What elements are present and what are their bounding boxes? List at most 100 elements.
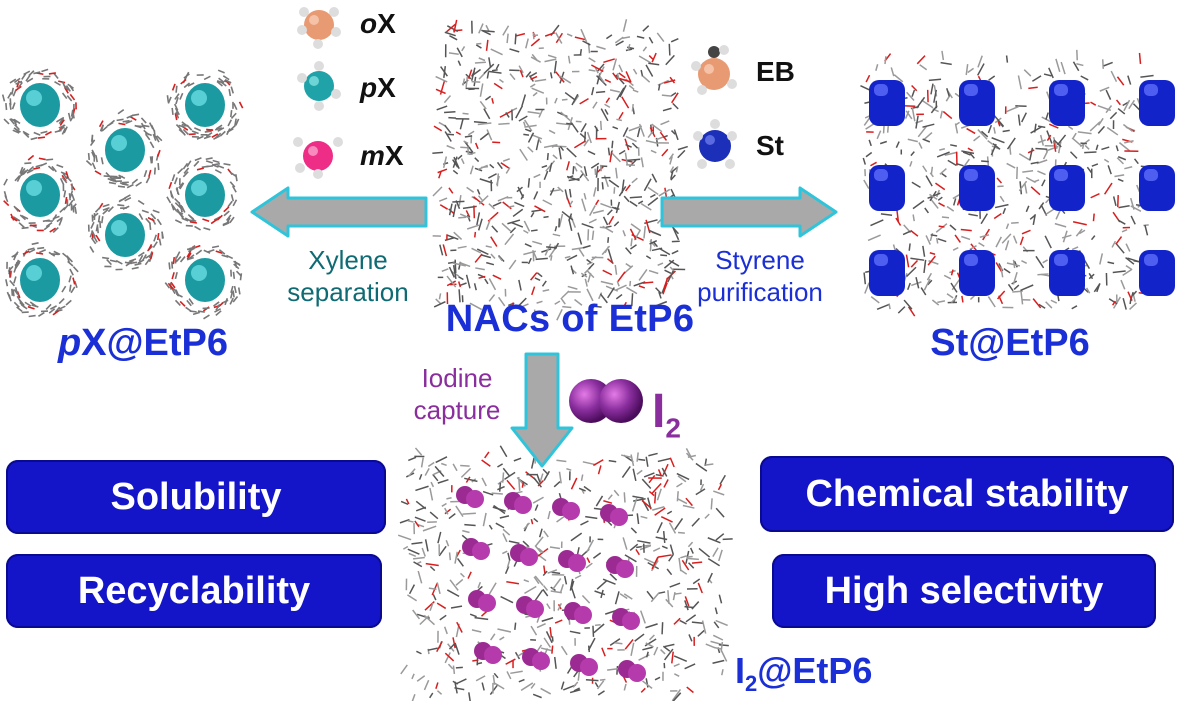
bond-stroke — [9, 78, 17, 84]
bond-stroke — [122, 205, 130, 210]
bond-stroke — [644, 638, 657, 647]
bond-stroke — [601, 647, 606, 657]
bond-stroke — [48, 308, 56, 314]
bond-stroke — [101, 125, 108, 132]
bond-stroke — [533, 173, 541, 179]
bond-stroke — [612, 58, 618, 71]
bond-stroke — [594, 66, 599, 74]
bond-stroke — [124, 261, 132, 265]
bond-stroke — [443, 95, 452, 104]
bond-stroke — [1044, 235, 1052, 249]
bond-stroke — [478, 23, 484, 34]
bond-stroke — [586, 258, 592, 264]
bond-stroke — [14, 124, 20, 131]
bond-stroke — [705, 463, 714, 466]
bond-stroke — [459, 118, 464, 130]
bond-stroke — [602, 578, 616, 585]
bond-stroke — [485, 39, 489, 51]
bond-stroke — [987, 140, 993, 145]
px-label: pX — [360, 72, 396, 103]
bond-stroke — [907, 282, 911, 290]
bond-stroke — [186, 247, 195, 251]
bond-stroke — [465, 76, 469, 88]
bond-stroke — [449, 579, 459, 591]
bond-stroke — [458, 261, 471, 268]
bond-stroke — [1097, 125, 1106, 134]
bond-stroke — [144, 133, 151, 141]
bond-stroke — [888, 303, 891, 310]
bond-stroke — [648, 55, 654, 60]
st-guest-icon — [1049, 250, 1085, 296]
bond-stroke — [1062, 230, 1068, 243]
bond-stroke — [1038, 202, 1045, 210]
bond-stroke — [608, 459, 617, 463]
bond-stroke — [226, 254, 234, 260]
bond-stroke — [1013, 284, 1020, 290]
bond-stroke — [1128, 99, 1136, 110]
bond-stroke — [554, 226, 558, 232]
bond-stroke — [659, 131, 668, 141]
bond-stroke — [1127, 291, 1133, 301]
bond-stroke — [987, 296, 996, 308]
bond-stroke — [407, 520, 414, 523]
bond-stroke — [608, 215, 615, 225]
bond-stroke — [64, 196, 68, 204]
bond-stroke — [531, 209, 542, 213]
bond-stroke — [607, 287, 615, 299]
bond-stroke — [645, 651, 649, 658]
bond-stroke — [930, 234, 938, 237]
bond-stroke — [170, 281, 176, 289]
bond-stroke — [919, 64, 928, 71]
iodine-atom — [532, 652, 550, 670]
bond-stroke — [37, 136, 46, 139]
bond-stroke — [98, 120, 104, 128]
bond-stroke — [437, 168, 448, 174]
bond-stroke — [126, 114, 134, 119]
bond-stroke — [153, 167, 156, 175]
bond-stroke — [446, 280, 457, 287]
bond-stroke — [411, 541, 423, 545]
bond-stroke — [715, 619, 728, 627]
bond-stroke — [650, 592, 660, 603]
bond-stroke — [580, 169, 590, 182]
bond-stroke — [660, 649, 666, 655]
bond-stroke — [645, 64, 654, 77]
bond-stroke — [522, 121, 527, 128]
bond-stroke — [676, 491, 679, 502]
bond-stroke — [102, 203, 110, 208]
bond-stroke — [628, 84, 635, 90]
bond-stroke — [5, 102, 8, 111]
bond-stroke — [491, 98, 495, 104]
bond-stroke — [510, 670, 523, 675]
bond-stroke — [531, 87, 545, 94]
bond-stroke — [109, 259, 118, 263]
bond-stroke — [27, 247, 35, 251]
bond-stroke — [222, 222, 230, 227]
bond-stroke — [1120, 279, 1126, 290]
guest-highlight — [964, 84, 978, 96]
bond-stroke — [174, 107, 180, 115]
bond-stroke — [1129, 197, 1135, 210]
bond-stroke — [1093, 282, 1101, 293]
bond-stroke — [408, 552, 417, 557]
bond-stroke — [1117, 178, 1124, 182]
bond-stroke — [946, 87, 951, 97]
bond-stroke — [459, 282, 467, 287]
bond-stroke — [435, 88, 446, 95]
bond-stroke — [498, 296, 506, 307]
bond-stroke — [548, 129, 556, 135]
bond-stroke — [543, 530, 549, 538]
bond-stroke — [171, 272, 175, 280]
bond-stroke — [960, 228, 972, 232]
bond-stroke — [1117, 156, 1127, 161]
bond-stroke — [631, 497, 638, 512]
bond-stroke — [514, 33, 517, 45]
bond-stroke — [188, 298, 194, 305]
bond-stroke — [464, 140, 474, 153]
bond-stroke — [911, 85, 918, 92]
bond-stroke — [535, 257, 548, 261]
bond-stroke — [597, 465, 602, 475]
st-etp6-packing-structure — [860, 49, 1175, 317]
bond-stroke — [665, 54, 675, 66]
bond-stroke — [720, 641, 724, 652]
